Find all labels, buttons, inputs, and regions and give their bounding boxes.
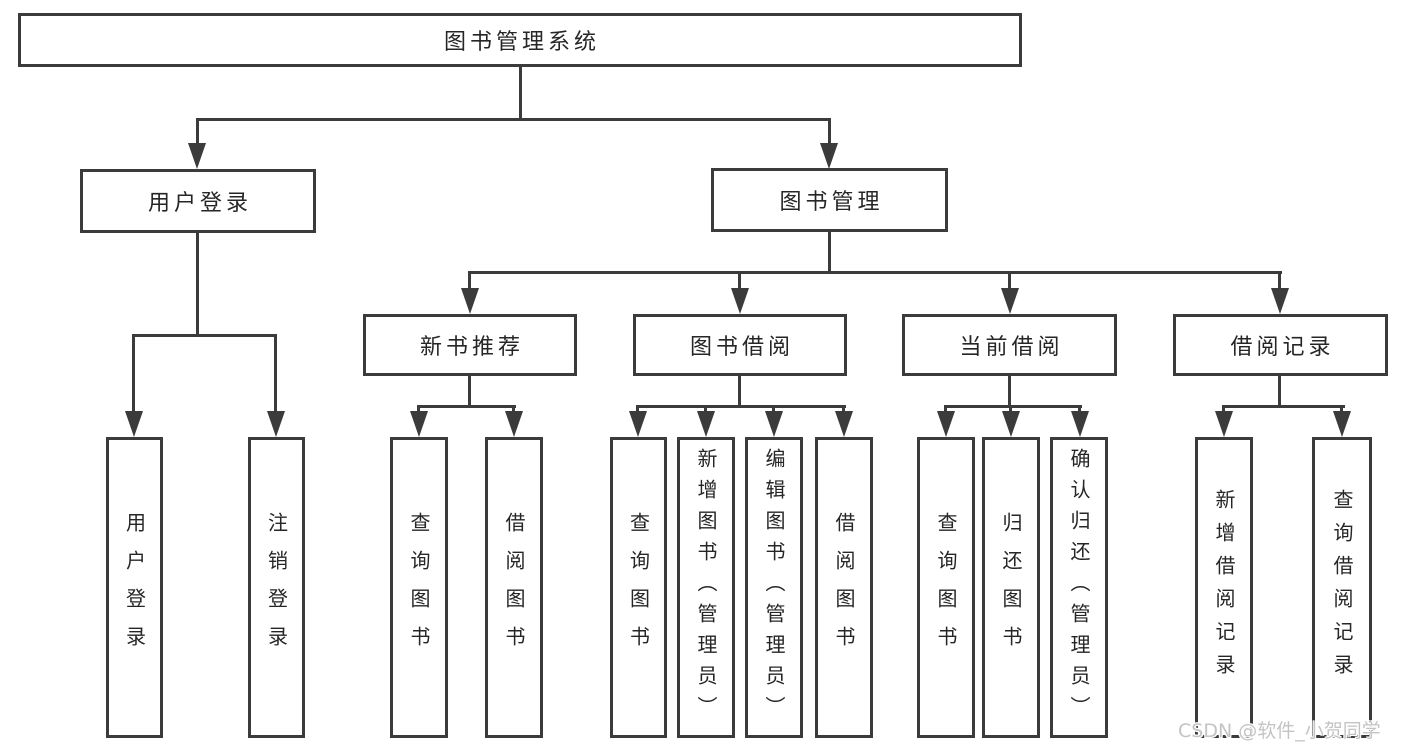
- connector-line: [132, 334, 277, 337]
- node-label: 编辑图书（管理员）: [762, 448, 786, 727]
- arrowhead-down-icon: [1215, 411, 1233, 437]
- leaf-query-borrow-record: 查询借阅记录: [1312, 437, 1372, 738]
- leaf-add-book-admin: 新增图书（管理员）: [677, 437, 735, 738]
- connector-line: [468, 376, 471, 408]
- node-user-login: 用户登录: [80, 169, 316, 233]
- connector-line: [512, 407, 515, 413]
- node-label: 新增借阅记录: [1212, 488, 1236, 687]
- connector-line: [704, 407, 707, 413]
- csdn-watermark: CSDN @软件_小贺同学: [1178, 720, 1381, 742]
- connector-line: [636, 407, 639, 413]
- node-label: 注销登录: [264, 511, 289, 664]
- node-label: 查询图书: [407, 511, 431, 664]
- arrowhead-down-icon: [697, 411, 715, 437]
- connector-line: [828, 120, 831, 144]
- connector-line: [1278, 376, 1281, 408]
- arrowhead-down-icon: [125, 411, 143, 437]
- connector-line: [738, 376, 741, 408]
- arrowhead-down-icon: [1071, 411, 1089, 437]
- connector-line: [1008, 273, 1011, 290]
- connector-line: [1222, 407, 1225, 413]
- node-label: 查询借阅记录: [1330, 488, 1354, 687]
- node-book-management: 图书管理: [711, 168, 948, 232]
- node-library-system: 图书管理系统: [18, 13, 1022, 67]
- leaf-user-login: 用户登录: [106, 437, 163, 738]
- arrowhead-down-icon: [188, 143, 206, 169]
- connector-line: [772, 407, 775, 413]
- connector-line: [196, 120, 199, 144]
- arrowhead-down-icon: [267, 411, 285, 437]
- arrowhead-down-icon: [1002, 411, 1020, 437]
- connector-line: [196, 233, 199, 337]
- leaf-borrow-book-recommend: 借阅图书: [485, 437, 543, 738]
- connector-line: [842, 407, 845, 413]
- leaf-query-book-borrowing: 查询图书: [610, 437, 667, 738]
- arrowhead-down-icon: [1271, 288, 1289, 314]
- node-label: 借阅记录: [1230, 335, 1335, 360]
- connector-line: [636, 405, 846, 408]
- node-book-borrowing: 图书借阅: [633, 314, 847, 376]
- node-label: 图书借阅: [689, 335, 794, 360]
- node-label: 借阅图书: [502, 511, 526, 664]
- connector-line: [828, 232, 831, 274]
- leaf-borrow-book: 借阅图书: [815, 437, 873, 738]
- node-label: 新书推荐: [419, 335, 524, 360]
- connector-line: [1278, 273, 1281, 290]
- node-borrowing-records: 借阅记录: [1173, 314, 1388, 376]
- leaf-logout: 注销登录: [248, 437, 305, 738]
- connector-line: [1340, 407, 1343, 413]
- arrowhead-down-icon: [410, 411, 428, 437]
- node-label: 当前借阅: [959, 335, 1064, 360]
- connector-line: [132, 336, 135, 412]
- arrowhead-down-icon: [461, 288, 479, 314]
- leaf-query-book-current: 查询图书: [917, 437, 975, 738]
- arrowhead-down-icon: [1333, 411, 1351, 437]
- node-label: 确认归还（管理员）: [1067, 448, 1091, 727]
- connector-line: [944, 407, 947, 413]
- node-current-borrowing: 当前借阅: [902, 314, 1117, 376]
- node-label: 借阅图书: [832, 511, 856, 664]
- connector-line: [417, 405, 516, 408]
- connector-line: [468, 273, 471, 290]
- connector-line: [1222, 405, 1345, 408]
- node-new-book-recommendation: 新书推荐: [363, 314, 577, 376]
- connector-line: [1009, 407, 1012, 413]
- connector-line: [1078, 407, 1081, 413]
- connector-line: [738, 273, 741, 290]
- node-label: 图书管理: [779, 190, 884, 215]
- arrowhead-down-icon: [820, 143, 838, 169]
- node-label: 新增图书（管理员）: [694, 448, 718, 727]
- arrowhead-down-icon: [505, 411, 523, 437]
- leaf-return-book: 归还图书: [982, 437, 1040, 738]
- arrowhead-down-icon: [835, 411, 853, 437]
- connector-line: [1008, 376, 1011, 408]
- connector-line: [417, 407, 420, 413]
- connector-line: [468, 271, 1282, 274]
- node-label: 用户登录: [122, 511, 147, 664]
- node-label: 查询图书: [626, 511, 651, 664]
- connector-line: [519, 66, 522, 120]
- leaf-edit-book-admin: 编辑图书（管理员）: [745, 437, 803, 738]
- connector-line: [274, 336, 277, 412]
- leaf-add-borrow-record: 新增借阅记录: [1195, 437, 1253, 738]
- arrowhead-down-icon: [629, 411, 647, 437]
- node-label: 查询图书: [934, 511, 958, 664]
- node-label: 归还图书: [999, 511, 1023, 664]
- leaf-confirm-return-admin: 确认归还（管理员）: [1050, 437, 1108, 738]
- node-label: 图书管理系统: [443, 30, 600, 55]
- connector-line: [196, 118, 831, 121]
- arrowhead-down-icon: [765, 411, 783, 437]
- node-label: 用户登录: [147, 191, 252, 216]
- arrowhead-down-icon: [731, 288, 749, 314]
- arrowhead-down-icon: [1001, 288, 1019, 314]
- arrowhead-down-icon: [937, 411, 955, 437]
- leaf-query-book-recommend: 查询图书: [390, 437, 448, 738]
- connector-line: [944, 405, 1082, 408]
